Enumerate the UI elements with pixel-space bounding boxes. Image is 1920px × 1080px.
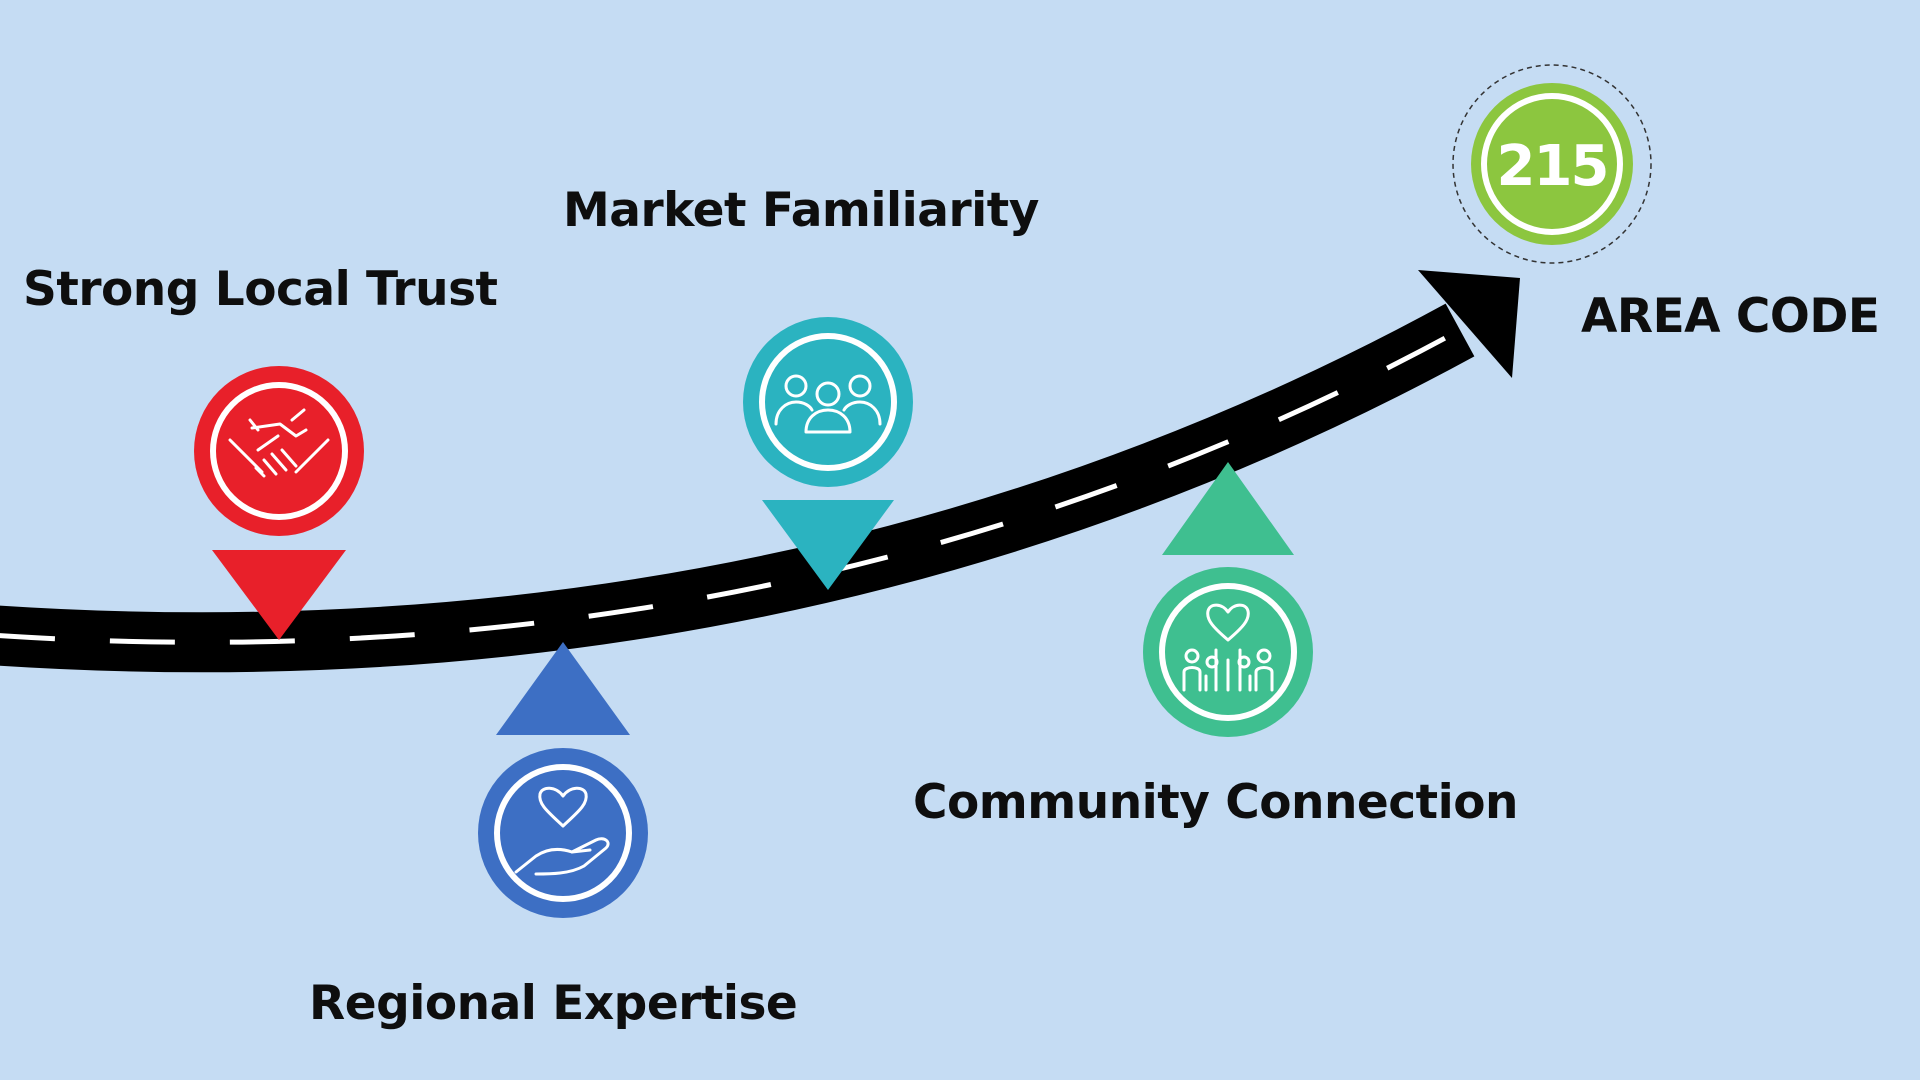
milestone-strong-local-trust xyxy=(194,366,364,640)
milestone-label-community-connection: Community Connection xyxy=(913,775,1519,830)
pin-pointer xyxy=(212,550,346,640)
milestone-label-regional-expertise: Regional Expertise xyxy=(309,976,798,1031)
hand-heart-icon xyxy=(514,786,610,876)
pin-pointer xyxy=(496,642,630,735)
milestone-label-strong-local-trust: Strong Local Trust xyxy=(23,262,498,317)
destination-label: AREA CODE xyxy=(1581,289,1880,344)
area-code-badge: 215 xyxy=(1452,64,1652,264)
milestone-market-familiarity xyxy=(743,317,913,590)
road xyxy=(0,270,1520,673)
people-group-icon xyxy=(774,374,882,434)
pin-pointer xyxy=(1162,462,1294,555)
milestone-label-market-familiarity: Market Familiarity xyxy=(563,183,1039,238)
handshake-icon xyxy=(228,408,330,478)
road-arrow-head xyxy=(1418,270,1520,378)
pin-pointer xyxy=(762,500,894,590)
icon-badge xyxy=(1143,567,1313,737)
icon-badge xyxy=(194,366,364,536)
area-code-number: 215 xyxy=(1497,134,1608,199)
icon-badge xyxy=(478,748,648,918)
milestone-community-connection xyxy=(1143,462,1313,737)
community-heart-icon xyxy=(1182,603,1274,692)
milestone-regional-expertise xyxy=(478,642,648,918)
icon-badge xyxy=(743,317,913,487)
